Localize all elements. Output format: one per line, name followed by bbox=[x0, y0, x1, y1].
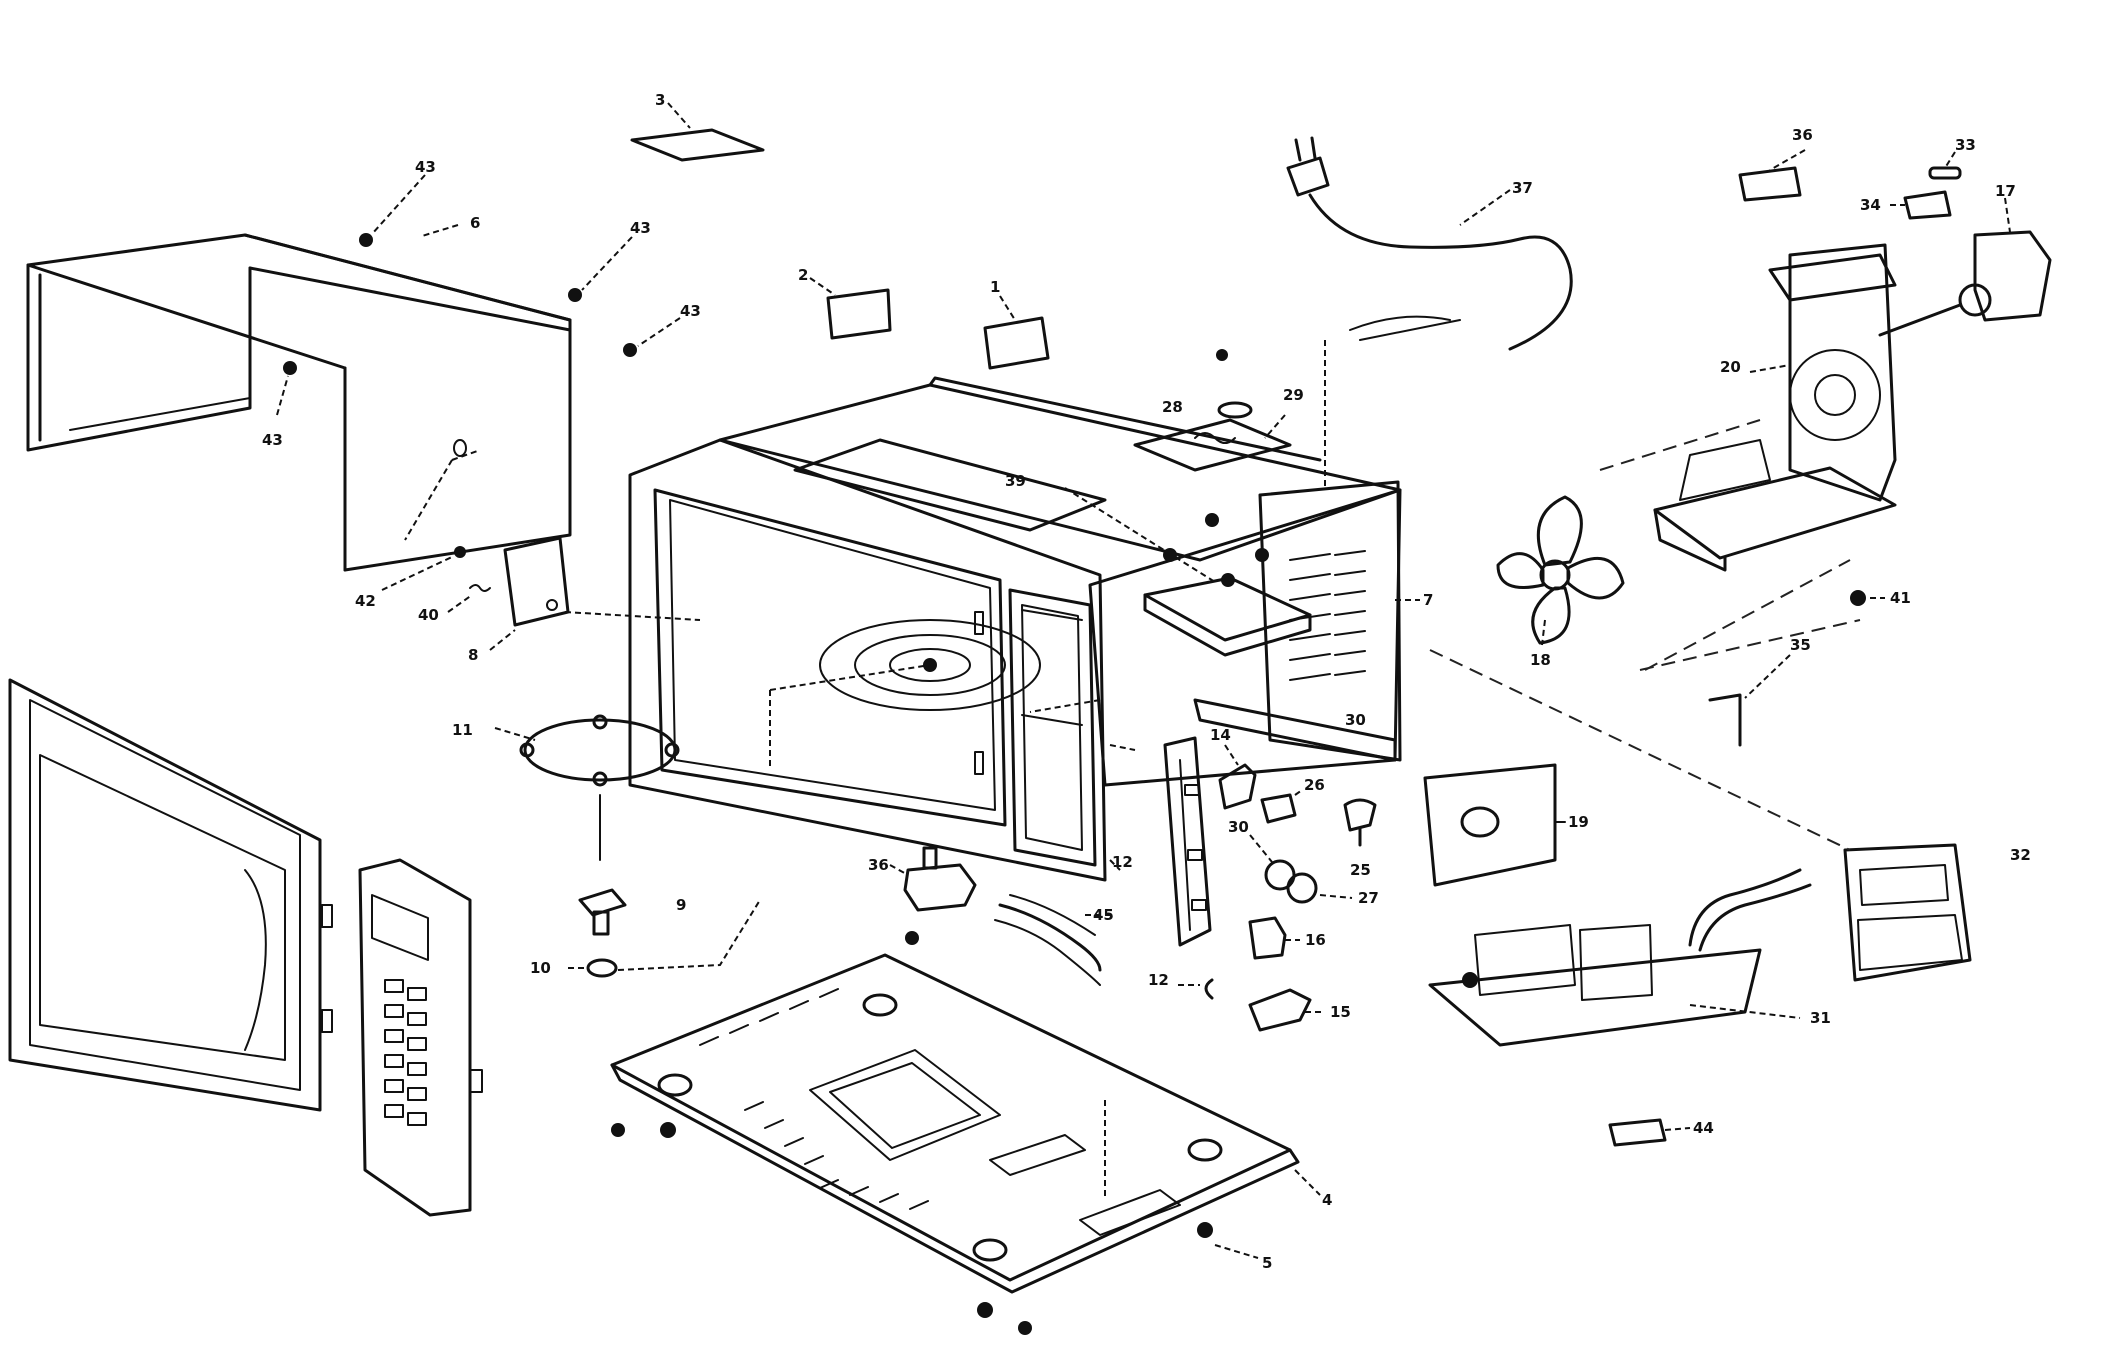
callout-37: 37 bbox=[1512, 179, 1533, 197]
callout-17: 17 bbox=[1995, 182, 2016, 200]
callout-1: 1 bbox=[990, 278, 1000, 296]
turntable-leaders bbox=[769, 664, 931, 770]
callout-12b: 12 bbox=[1148, 971, 1169, 989]
callout-26: 26 bbox=[1304, 776, 1325, 794]
callout-43c: 43 bbox=[680, 302, 701, 320]
callout-10: 10 bbox=[530, 959, 551, 977]
callout-15: 15 bbox=[1330, 1003, 1351, 1021]
door-switch-bracket-assembly bbox=[1109, 736, 1377, 1032]
part-11-roller-ring bbox=[494, 714, 680, 861]
callout-35: 35 bbox=[1790, 636, 1811, 654]
part-36-turntable-motor bbox=[889, 846, 977, 945]
callout-19: 19 bbox=[1568, 813, 1589, 831]
callout-18: 18 bbox=[1530, 651, 1551, 669]
callout-28: 28 bbox=[1162, 398, 1183, 416]
callout-43b: 43 bbox=[630, 219, 651, 237]
part-35-bracket bbox=[1639, 619, 1861, 747]
part-32-transformer bbox=[1429, 649, 1972, 982]
part-44-connector bbox=[1608, 1118, 1691, 1147]
part-18-fan-blade bbox=[1496, 495, 1625, 646]
part-41-screw bbox=[1850, 590, 1885, 606]
part-10-washer bbox=[568, 899, 761, 978]
callout-11: 11 bbox=[452, 721, 473, 739]
control-panel-keypad bbox=[358, 858, 483, 1217]
part-3-label-sheet bbox=[630, 102, 765, 162]
callout-labels: 1 2 3 4 5 6 7 8 9 10 11 12 12 14 15 16 1… bbox=[262, 91, 2031, 1272]
callout-12: 12 bbox=[1112, 853, 1133, 871]
callout-20: 20 bbox=[1720, 358, 1741, 376]
parts-40-42-8-small-items bbox=[381, 536, 701, 651]
callout-30b: 30 bbox=[1345, 711, 1366, 729]
callout-44: 44 bbox=[1693, 1119, 1714, 1137]
part-20-fan-bracket-assembly bbox=[1599, 243, 1897, 671]
callout-27: 27 bbox=[1358, 889, 1379, 907]
callout-2: 2 bbox=[798, 266, 808, 284]
callout-25: 25 bbox=[1350, 861, 1371, 879]
callout-43d: 43 bbox=[262, 431, 283, 449]
part-4-base-plate bbox=[610, 953, 1321, 1294]
base-vent-slots bbox=[699, 988, 929, 1210]
callout-43a: 43 bbox=[415, 158, 436, 176]
callout-29: 29 bbox=[1283, 386, 1304, 404]
callout-36: 36 bbox=[1792, 126, 1813, 144]
callout-4: 4 bbox=[1322, 1191, 1332, 1209]
callout-14: 14 bbox=[1210, 726, 1231, 744]
callout-39: 39 bbox=[1005, 472, 1026, 490]
callout-6: 6 bbox=[470, 214, 480, 232]
main-cavity-assembly bbox=[628, 376, 1420, 882]
base-feet bbox=[657, 993, 1223, 1262]
part-17-motor bbox=[1878, 197, 2052, 337]
door-assembly bbox=[8, 678, 333, 1112]
callout-7: 7 bbox=[1423, 591, 1433, 609]
callout-41: 41 bbox=[1890, 589, 1911, 607]
callout-45: 45 bbox=[1093, 906, 1114, 924]
part-43-screws bbox=[276, 174, 681, 416]
part-29-28-top-plate bbox=[1133, 349, 1292, 472]
part-6-outer-cabinet bbox=[26, 224, 572, 572]
parts-33-34-38 bbox=[1738, 149, 1962, 220]
callout-8: 8 bbox=[468, 646, 478, 664]
callout-40: 40 bbox=[418, 606, 439, 624]
vent-grille bbox=[1289, 550, 1366, 681]
callout-33: 33 bbox=[1955, 136, 1976, 154]
part-31-circuit-board bbox=[1428, 868, 1812, 1047]
part-9-coupler bbox=[578, 888, 627, 936]
callout-16: 16 bbox=[1305, 931, 1326, 949]
part-5-foot-screws bbox=[611, 1122, 1259, 1335]
callout-5: 5 bbox=[1262, 1254, 1272, 1272]
callout-34: 34 bbox=[1860, 196, 1881, 214]
callout-31: 31 bbox=[1810, 1009, 1831, 1027]
part-37-power-cord bbox=[1286, 136, 1573, 490]
part-19-waveguide-cover bbox=[1423, 763, 1566, 887]
callout-9: 9 bbox=[676, 896, 686, 914]
callout-42: 42 bbox=[355, 592, 376, 610]
callout-30: 30 bbox=[1228, 818, 1249, 836]
callout-32: 32 bbox=[2010, 846, 2031, 864]
callout-3: 3 bbox=[655, 91, 665, 109]
part-45-wire-harness bbox=[994, 894, 1110, 986]
callout-36b: 36 bbox=[868, 856, 889, 874]
parts-1-2-label-sheets bbox=[809, 277, 1050, 370]
